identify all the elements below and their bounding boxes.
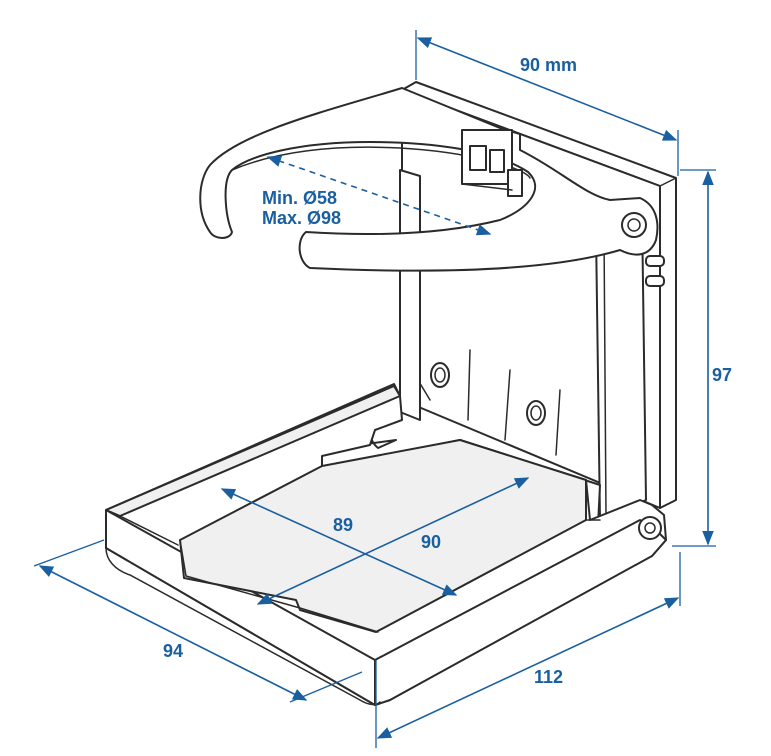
label-width-top: 90 mm bbox=[520, 55, 577, 75]
label-diameter-min: Min. Ø58 bbox=[262, 188, 337, 208]
label-diameter-max: Max. Ø98 bbox=[262, 208, 341, 228]
label-height-right: 97 bbox=[712, 365, 732, 385]
label-tray-depth: 89 bbox=[333, 515, 353, 535]
label-overall-depth: 94 bbox=[163, 641, 183, 661]
label-tray-width: 90 bbox=[421, 532, 441, 552]
dimension-lines bbox=[33, 30, 716, 748]
label-overall-width: 112 bbox=[534, 667, 563, 687]
